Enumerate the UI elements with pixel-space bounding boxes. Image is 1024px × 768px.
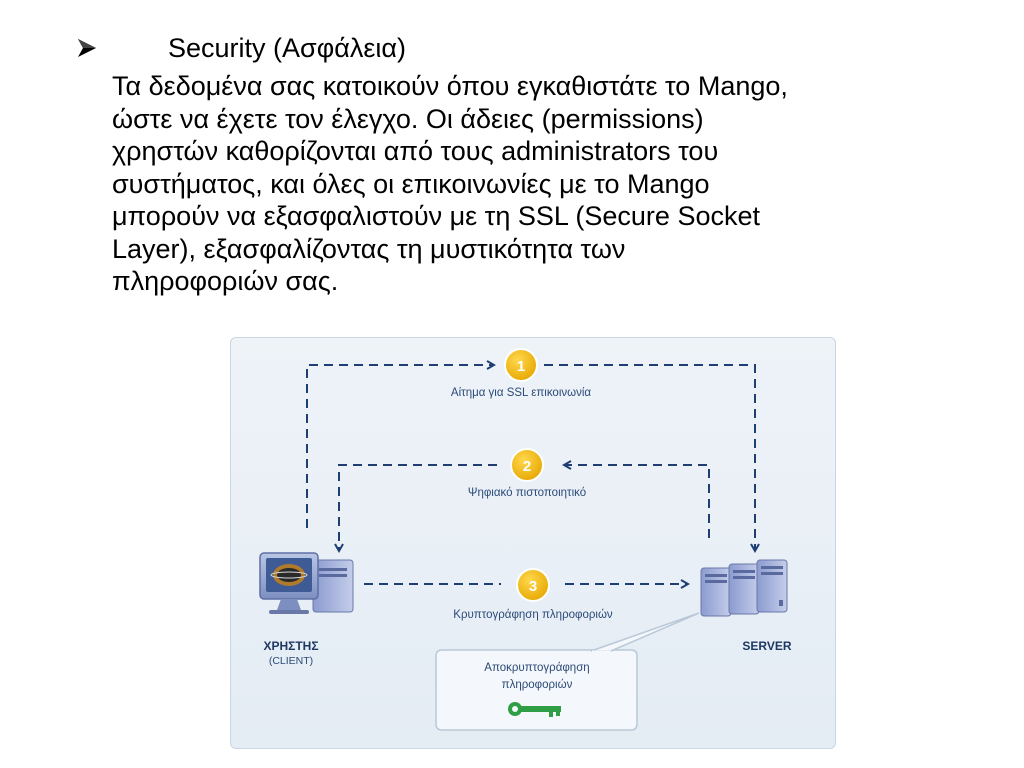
body-line: Layer), εξασφαλίζοντας τη μυστικότητα τω… <box>112 233 626 264</box>
bullet-row: Security (Ασφάλεια) <box>76 30 406 66</box>
server-rack-icon <box>700 559 788 617</box>
body-paragraph: Τα δεδομένα σας κατοικούν όπου εγκαθιστά… <box>112 70 982 298</box>
step-2-arrow <box>339 465 710 550</box>
step-1-badge: 1 <box>504 348 538 382</box>
client-title: ΧΡΗΣΤΗΣ <box>263 639 318 653</box>
step-2-number: 2 <box>523 458 531 475</box>
body-line: χρηστών καθορίζονται από τους administra… <box>112 136 719 166</box>
ssl-diagram: 1 Αίτημα για SSL επικοινωνία 2 Ψηφιακό π… <box>230 337 836 749</box>
body-line: ώστε να έχετε τον έλεγχο. Οι άδειες (per… <box>112 103 704 134</box>
step-2-badge: 2 <box>510 448 544 482</box>
body-line: μπορούν να εξασφαλιστούν με τη SSL (Secu… <box>112 201 760 231</box>
step-3-number: 3 <box>529 578 537 595</box>
body-line: Τα δεδομένα σας κατοικούν όπου εγκαθιστά… <box>112 71 788 101</box>
server-title: SERVER <box>742 639 791 653</box>
step-3-badge: 3 <box>516 568 550 602</box>
bullet-title: Security (Ασφάλεια) <box>168 33 406 63</box>
client-computer-icon <box>259 552 354 614</box>
decrypt-callout <box>435 612 700 731</box>
body-line: συστήματος, και όλες οι επικοινωνίες με … <box>112 168 710 199</box>
ssl-diagram-svg: 1 Αίτημα για SSL επικοινωνία 2 Ψηφιακό π… <box>259 348 792 731</box>
step-1-number: 1 <box>517 358 525 375</box>
callout-line-2: πληροφοριών <box>502 679 573 691</box>
step-1-label: Αίτημα για SSL επικοινωνία <box>451 387 591 399</box>
bullet-arrow-icon <box>78 39 96 57</box>
key-icon <box>508 702 561 717</box>
step-3-label: Κρυπτογράφηση πληροφοριών <box>453 609 613 621</box>
step-1-arrow <box>306 365 755 550</box>
callout-line-1: Αποκρυπτογράφηση <box>484 662 589 674</box>
step-2-label: Ψηφιακό πιστοποιητικό <box>468 487 586 499</box>
body-line: πληροφοριών σας. <box>112 266 339 296</box>
client-subtitle: (CLIENT) <box>269 655 313 667</box>
